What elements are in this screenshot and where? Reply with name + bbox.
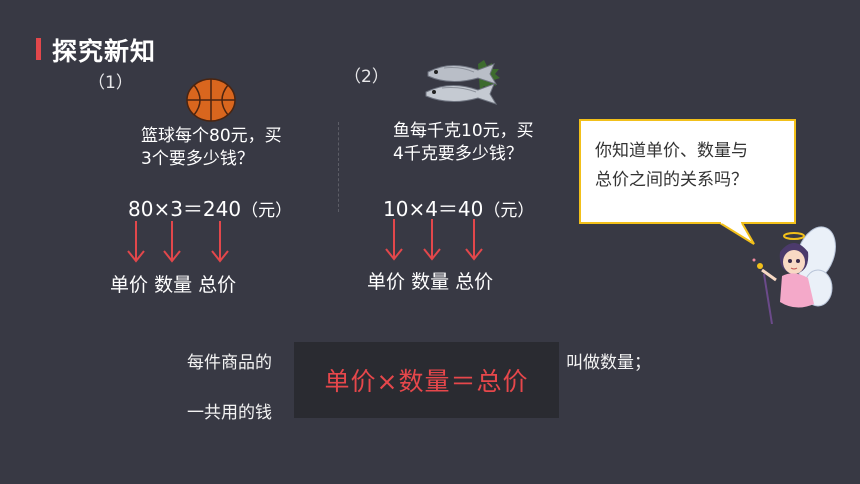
- problem-1-labels: 单价 数量 总价: [110, 270, 236, 297]
- problem-1-line-2: 3个要多少钱？: [141, 149, 254, 169]
- divider: [338, 122, 340, 212]
- problem-1-number: （1）: [88, 73, 133, 93]
- arrow-down-icon: [210, 221, 230, 263]
- problem-2-equation-row: 10×4＝40（元）: [383, 193, 534, 222]
- unit-price-label: 单价: [367, 271, 406, 293]
- arrow-down-icon: [464, 219, 484, 261]
- fish-icon: [420, 58, 506, 114]
- formula-box: 单价×数量＝总价: [294, 342, 559, 418]
- arrow-down-icon: [384, 219, 404, 261]
- problem-1-line-1: 篮球每个80元，买: [141, 126, 282, 146]
- arrow-down-icon: [422, 219, 442, 261]
- formula-text: 单价×数量＝总价: [324, 367, 529, 396]
- problem-2-number: （2）: [344, 67, 389, 87]
- quantity-label: 数量: [411, 271, 450, 293]
- problem-2-unit: （元）: [483, 201, 535, 221]
- bubble-line-1: 你知道单价、数量与: [595, 141, 748, 161]
- problem-1-unit: （元）: [241, 201, 293, 221]
- arrow-down-icon: [126, 221, 146, 263]
- page-title: 探究新知: [52, 37, 157, 66]
- bubble-line-2: 总价之间的关系吗？: [595, 170, 748, 190]
- problem-1-equation: 80×3＝240: [128, 197, 242, 221]
- unit-price-label: 单价: [110, 274, 149, 296]
- total-price-label: 总价: [455, 271, 494, 293]
- problem-1-text: 篮球每个80元，买 3个要多少钱？: [141, 125, 282, 171]
- speech-bubble: 你知道单价、数量与 总价之间的关系吗？: [579, 119, 796, 224]
- fairy-mascot-icon: [752, 224, 840, 328]
- problem-2-line-1: 鱼每千克10元，买: [393, 121, 534, 141]
- definition-line-2-start: 一共用的钱: [187, 403, 272, 423]
- problem-2-labels: 单价 数量 总价: [367, 267, 493, 294]
- basketball-icon: [186, 76, 236, 126]
- total-price-label: 总价: [198, 274, 237, 296]
- title-accent-bar: [36, 38, 41, 60]
- problem-1-equation-row: 80×3＝240（元）: [128, 193, 292, 222]
- arrow-down-icon: [162, 221, 182, 263]
- speech-bubble-tail: [718, 220, 758, 250]
- definition-line-1-start: 每件商品的: [187, 353, 272, 373]
- problem-2-equation: 10×4＝40: [383, 197, 484, 221]
- problem-2-line-2: 4千克要多少钱？: [393, 144, 523, 164]
- definition-line-1-end: 叫做数量；: [566, 353, 651, 373]
- problem-2-text: 鱼每千克10元，买 4千克要多少钱？: [393, 120, 534, 166]
- quantity-label: 数量: [154, 274, 193, 296]
